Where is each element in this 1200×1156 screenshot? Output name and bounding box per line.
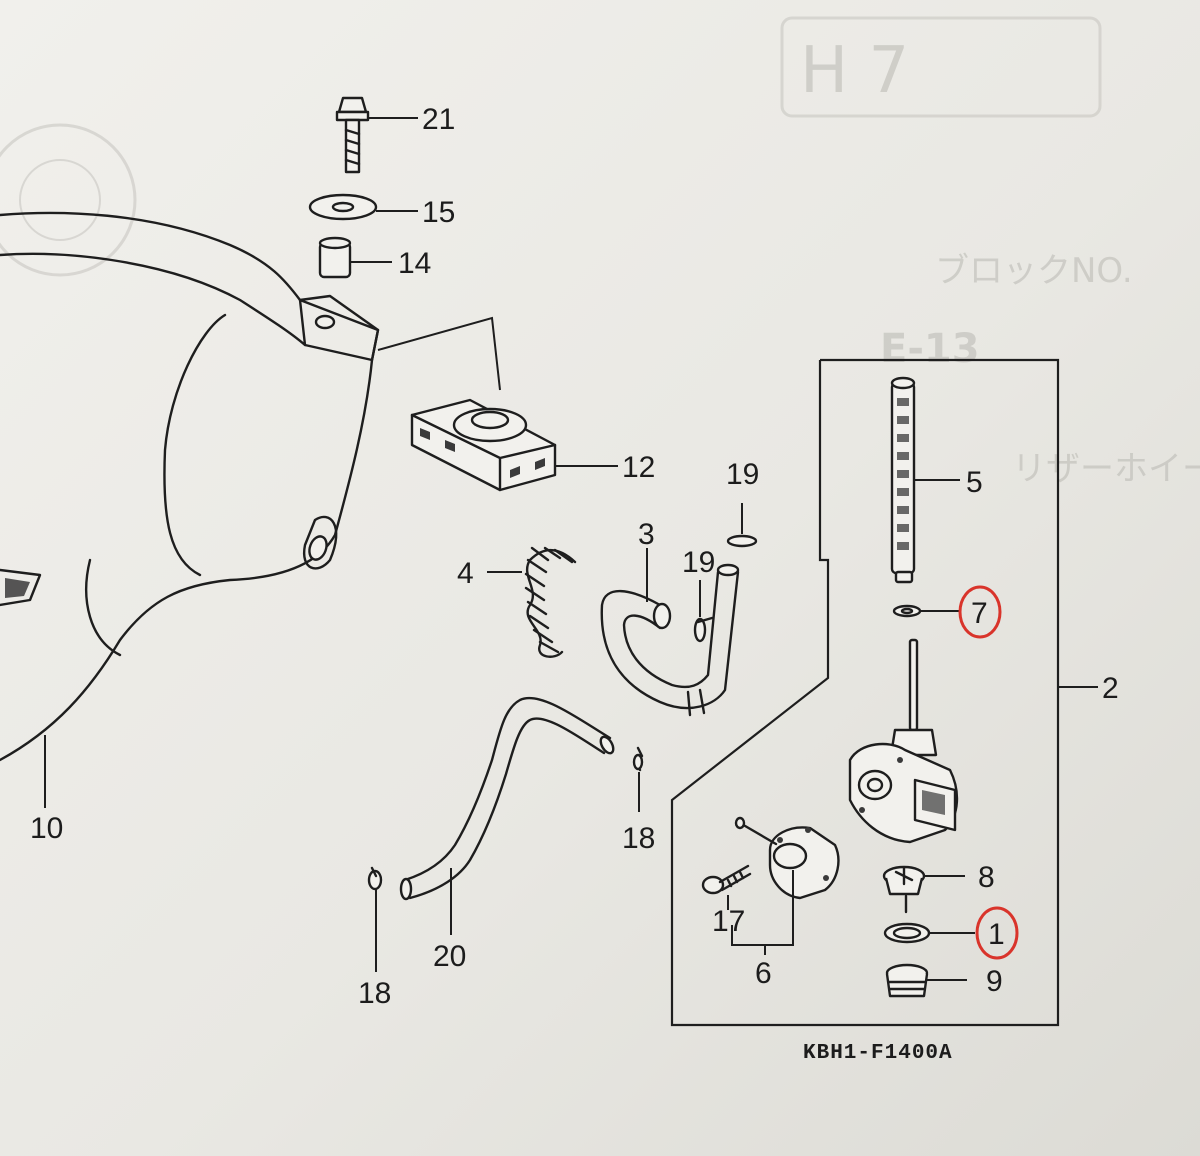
callout-17: 17 [712,905,745,938]
spring-4-drawing [487,546,577,658]
callout-20: 20 [433,940,466,973]
bleed-through-background: H 7 ブロックNO. E-13 リザーホイール [0,16,1200,489]
filter-8-drawing [882,865,965,914]
callout-19-middle: 19 [682,546,715,579]
clip-18-drawing [367,746,644,972]
ghost-block-letters: H 7 [800,34,909,108]
callout-14: 14 [398,247,431,280]
bolt-21-drawing [335,96,418,174]
hose-3-drawing [600,548,740,717]
screw-17-drawing [701,864,752,910]
strainer-5-drawing [890,376,960,584]
callout-15: 15 [422,196,455,229]
callout-8: 8 [978,861,995,894]
rubber-mount-12-drawing [377,316,618,492]
callout-5: 5 [966,466,983,499]
ghost-part-group-text: リザーホイール [1012,449,1200,489]
washer-15-drawing [308,193,418,221]
callout-9: 9 [986,965,1003,998]
callout-3: 3 [638,518,655,551]
callout-2: 2 [1102,672,1119,705]
callout-10: 10 [30,812,63,845]
callout-18-right: 18 [622,822,655,855]
fuel-tank-drawing [0,211,380,808]
callout-12: 12 [622,451,655,484]
callout-7: 7 [971,597,988,630]
callout-1: 1 [988,918,1005,951]
callout-21: 21 [422,103,455,136]
callout-4: 4 [457,557,474,590]
ghost-block-no-text: ブロックNO. [935,251,1133,291]
fuel-valve-body-drawing [848,638,959,844]
diaphragm-cover-6-drawing [731,816,840,955]
fuel-valve-assembly-box [670,358,1098,1027]
callout-labels: 21 15 14 12 19 19 3 4 5 7 2 10 18 18 20 … [30,103,1119,1010]
o-ring-7-drawing [892,604,960,618]
drain-cup-9-drawing [885,963,967,998]
highlight-circle-part-1 [975,906,1019,960]
highlight-circle-part-7 [958,585,1002,639]
clip-19-drawing [693,503,758,643]
callout-6: 6 [755,957,772,990]
callout-18-left: 18 [358,977,391,1010]
highlight-markers [958,585,1019,960]
tube-20-drawing [399,696,615,935]
ghost-block-code: E-13 [880,326,980,372]
drawing-code: KBH1-F1400A [803,1042,953,1065]
collar-14-drawing [318,236,392,279]
o-ring-1-drawing [883,922,975,944]
callout-19-top: 19 [726,458,759,491]
